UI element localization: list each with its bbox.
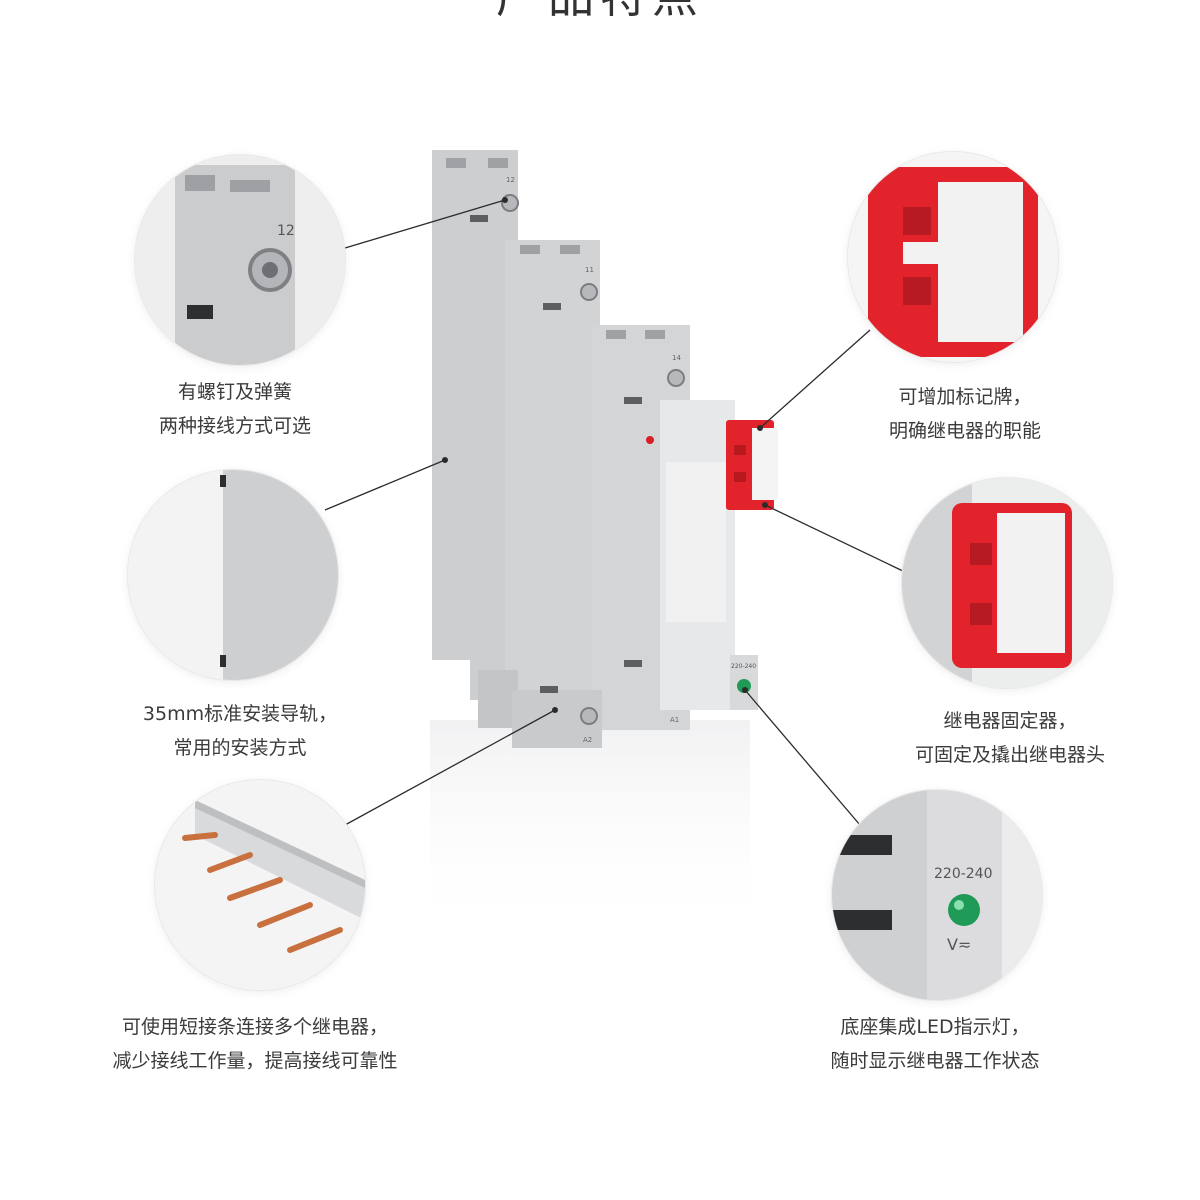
page-title: 产品特点 bbox=[0, 0, 1200, 26]
feature-screw-spring-caption: 有螺钉及弹簧 两种接线方式可选 bbox=[55, 375, 415, 443]
din-rail-detail-circle bbox=[128, 470, 338, 680]
feature-retainer-caption: 继电器固定器， 可固定及撬出继电器头 bbox=[830, 704, 1190, 772]
jumper-bar-detail-circle bbox=[155, 780, 365, 990]
terminal-a1-label: A1 bbox=[670, 716, 679, 724]
feature-retainer-line2: 可固定及撬出继电器头 bbox=[914, 744, 1105, 766]
feature-jumper-line2: 减少接线工作量，提高接线可靠性 bbox=[112, 1050, 398, 1072]
feature-marker-line1: 可增加标记牌， bbox=[898, 386, 1032, 408]
screw-terminal-detail-circle: 12 bbox=[135, 155, 345, 365]
feature-marker-caption: 可增加标记牌， 明确继电器的职能 bbox=[785, 380, 1145, 448]
feature-led-line2: 随时显示继电器工作状态 bbox=[830, 1050, 1040, 1072]
terminal-12-label: 12 bbox=[506, 176, 515, 184]
terminal-11-label: 11 bbox=[585, 266, 594, 274]
led-indicator-detail-circle: 220-240 V≂ bbox=[832, 790, 1042, 1000]
feature-screw-spring-line1: 有螺钉及弹簧 bbox=[177, 381, 292, 403]
circle-voltage-label: 220-240 bbox=[934, 866, 993, 882]
feature-jumper-caption: 可使用短接条连接多个继电器， 减少接线工作量，提高接线可靠性 bbox=[75, 1010, 435, 1078]
circle-terminal-12-label: 12 bbox=[277, 223, 295, 239]
feature-led-line1: 底座集成LED指示灯， bbox=[840, 1016, 1030, 1038]
relay-retainer-detail-circle bbox=[902, 478, 1112, 688]
feature-led-caption: 底座集成LED指示灯， 随时显示继电器工作状态 bbox=[755, 1010, 1115, 1078]
terminal-a2-label: A2 bbox=[583, 736, 592, 744]
feature-retainer-line1: 继电器固定器， bbox=[943, 710, 1077, 732]
feature-din-rail-line1: 35mm标准安装导轨， bbox=[142, 703, 338, 725]
feature-din-rail-caption: 35mm标准安装导轨， 常用的安装方式 bbox=[60, 697, 420, 765]
feature-din-rail-line2: 常用的安装方式 bbox=[173, 737, 307, 759]
marker-tag-detail-circle bbox=[848, 152, 1058, 362]
circle-voltage-unit-label: V≂ bbox=[947, 935, 971, 954]
feature-jumper-line1: 可使用短接条连接多个继电器， bbox=[121, 1016, 388, 1038]
terminal-14-label: 14 bbox=[672, 354, 681, 362]
feature-marker-line2: 明确继电器的职能 bbox=[888, 420, 1041, 442]
voltage-small-label: 220-240 bbox=[731, 663, 756, 670]
feature-screw-spring-line2: 两种接线方式可选 bbox=[158, 415, 311, 437]
